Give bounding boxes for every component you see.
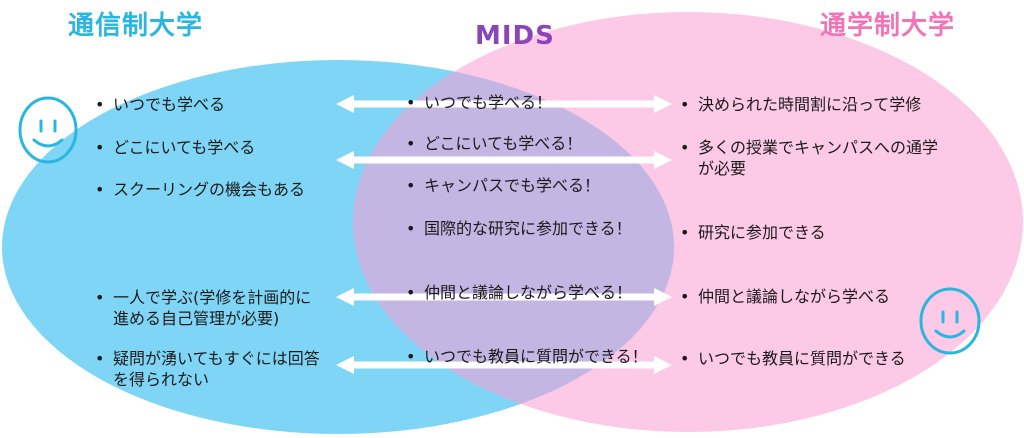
center-item: 仲間と議論しながら学べる！ — [402, 282, 632, 303]
right-item: いつでも教員に質問ができる — [676, 348, 906, 369]
left-item: スクーリングの機会もある — [91, 179, 305, 200]
center-item: いつでも学べる！ — [402, 92, 552, 113]
right-item: 決められた時間割に沿って学修 — [676, 94, 921, 115]
smiley-icon — [919, 287, 981, 355]
right-set-title: 通学制大学 — [820, 11, 956, 41]
center-item: キャンパスでも学べる！ — [402, 175, 600, 196]
right-item: 仲間と議論しながら学べる — [676, 286, 890, 307]
left-item: いつでも学べる — [91, 94, 225, 115]
left-set-title: 通信制大学 — [68, 11, 204, 41]
center-item: 国際的な研究に参加できる！ — [402, 218, 632, 239]
center-item: いつでも教員に質問ができる！ — [402, 346, 648, 367]
smiley-icon — [18, 96, 78, 164]
arrow-2 — [336, 151, 672, 169]
left-item: どこにいても学べる — [91, 137, 255, 158]
right-item: 研究に参加できる — [676, 222, 826, 243]
center-set-title: MIDS — [475, 21, 555, 51]
center-item: どこにいても学べる！ — [402, 133, 582, 154]
